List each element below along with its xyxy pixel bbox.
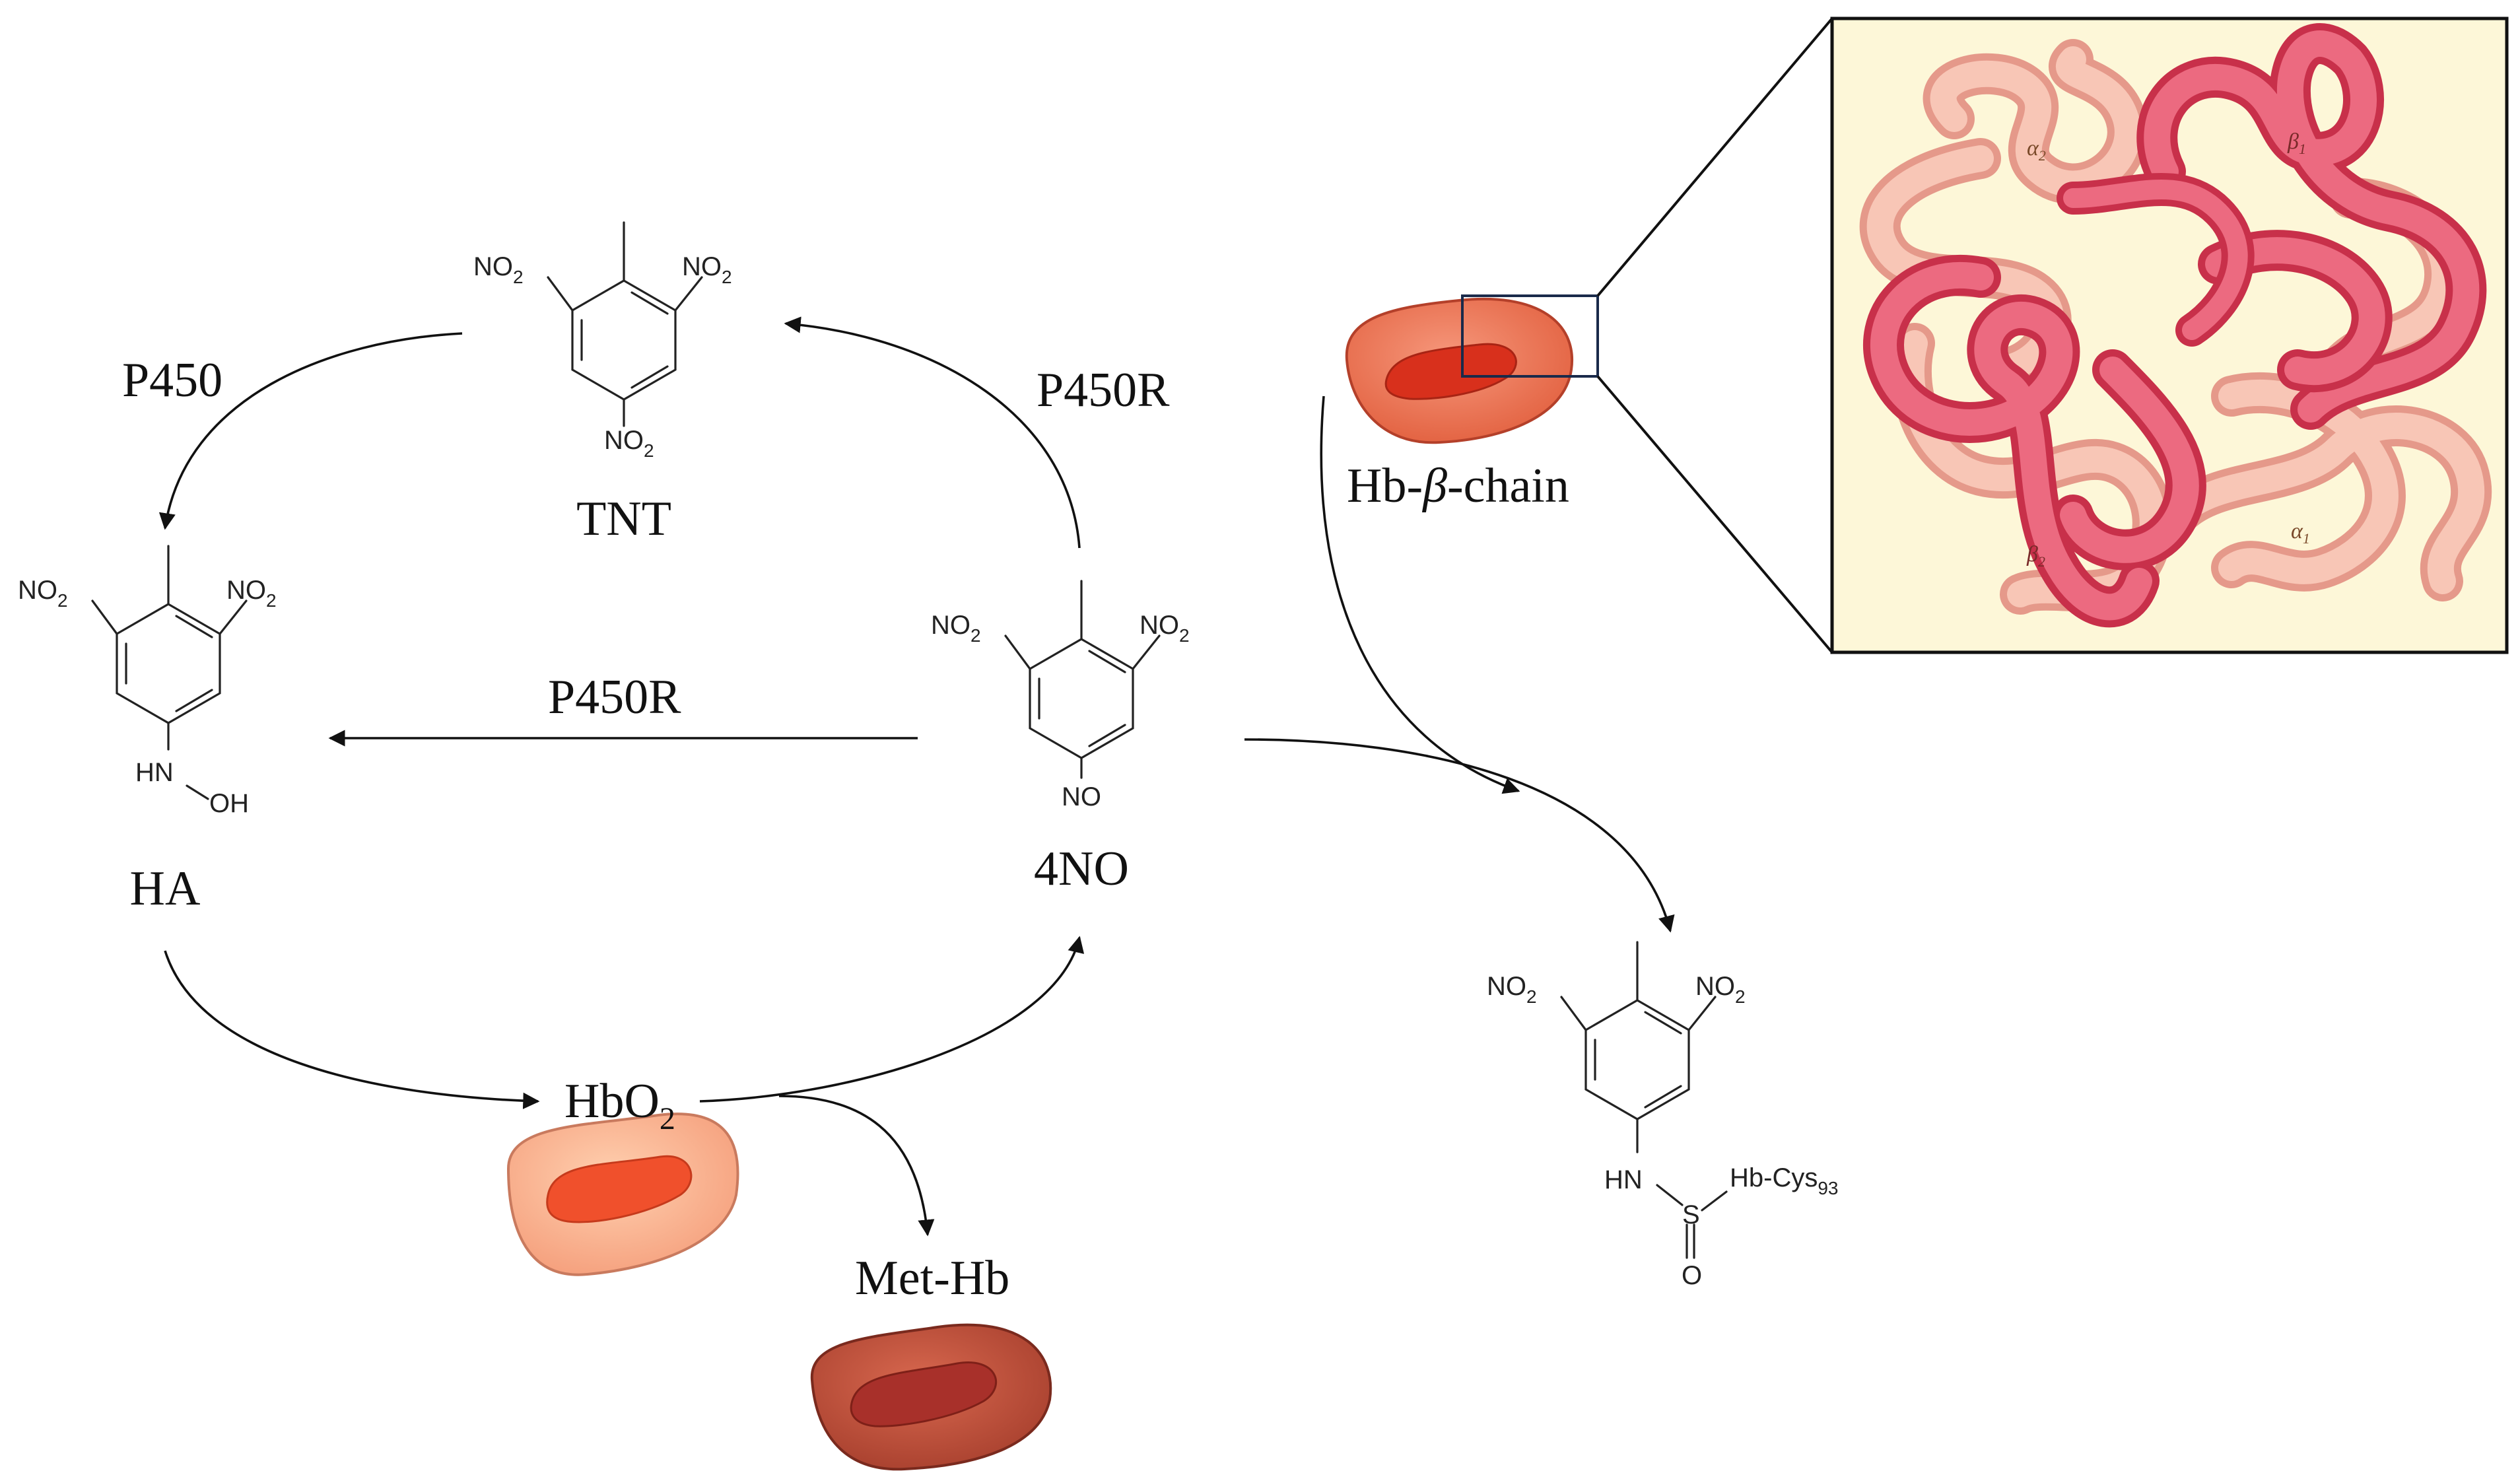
adduct-hn: HN (1604, 1165, 1643, 1194)
svg-text:NO2: NO2 (226, 576, 277, 611)
svg-text:α1: α1 (2291, 519, 2310, 547)
4no-no2-left: NO (931, 611, 971, 640)
hbo2-cell (506, 1113, 739, 1276)
arrow-beta-chain-to-adduct (1320, 395, 1520, 794)
adduct-o: O (1682, 1261, 1702, 1290)
svg-text:NO2: NO2 (473, 252, 524, 287)
alpha2-label: α (2027, 136, 2039, 160)
4no-nitroso: NO (1062, 782, 1101, 811)
arrow-4no-to-adduct (1244, 738, 1675, 933)
tnt-no2-bottom: NO (604, 426, 644, 455)
tnt-no2-left: NO (473, 252, 513, 281)
arrow-ha-to-hbo2 (164, 950, 540, 1109)
svg-text:HbO2: HbO2 (564, 1074, 675, 1136)
svg-text:NO2: NO2 (682, 252, 732, 287)
ha-label: HA (130, 862, 201, 916)
arrow-hbo2-to-methb (778, 1095, 935, 1237)
ha-structure: NO2 NO2 HN OH (18, 545, 277, 818)
zoom-connector-top (1596, 17, 1833, 297)
adduct-s: S (1682, 1200, 1700, 1229)
methb-cell (810, 1323, 1052, 1471)
svg-text:NO2: NO2 (931, 611, 981, 646)
zoom-connector-bottom (1596, 375, 1833, 654)
beta2-label: β (2026, 542, 2038, 566)
svg-text:Hb-β-chain: Hb-β-chain (1347, 459, 1569, 513)
zoom-box (1461, 294, 1599, 378)
arrow-hbo2-to-4no (699, 936, 1085, 1103)
tnt-label: TNT (576, 492, 671, 546)
svg-text:Hb-Cys93: Hb-Cys93 (1730, 1163, 1839, 1198)
arrow-4no-to-tnt (784, 316, 1081, 549)
tnt-no2-right: NO (682, 252, 722, 281)
p450r-mid-label: P450R (548, 670, 681, 724)
alpha1-label: α (2291, 519, 2303, 543)
ha-oh: OH (209, 789, 249, 818)
svg-text:β1: β1 (2287, 129, 2306, 157)
adduct-structure: NO2 NO2 HN S O Hb-Cys93 (1487, 941, 1839, 1290)
methb-label: Met-Hb (855, 1251, 1009, 1305)
p450-label: P450 (122, 353, 222, 407)
ha-no2-right: NO (226, 576, 266, 605)
4no-structure: NO2 NO2 NO (931, 580, 1190, 811)
svg-text:NO2: NO2 (604, 426, 654, 461)
adduct-cys: Hb-Cys (1730, 1163, 1818, 1192)
arrow-tnt-to-ha (158, 332, 463, 530)
p450r-top-label: P450R (1037, 363, 1170, 417)
adduct-no2-right: NO (1695, 972, 1735, 1001)
beta-chain-cell (1345, 294, 1599, 444)
hemoglobin-protein-inset: α2 β1 β2 α1 (1830, 17, 2509, 654)
4no-label: 4NO (1034, 842, 1129, 896)
hbo2-label: HbO (564, 1074, 660, 1128)
beta1-label: β (2287, 129, 2299, 154)
svg-text:NO2: NO2 (1140, 611, 1190, 646)
adduct-no2-left: NO (1487, 972, 1526, 1001)
ha-no2-left: NO (18, 576, 57, 605)
svg-text:NO2: NO2 (1487, 972, 1537, 1007)
4no-no2-right: NO (1140, 611, 1179, 640)
svg-text:NO2: NO2 (18, 576, 68, 611)
svg-text:β2: β2 (2026, 542, 2045, 570)
beta-chain-label: Hb- (1347, 459, 1423, 513)
svg-text:NO2: NO2 (1695, 972, 1746, 1007)
tnt-structure: NO2 NO2 NO2 (473, 221, 732, 461)
ha-hn: HN (135, 758, 174, 787)
svg-text:α2: α2 (2027, 136, 2046, 164)
